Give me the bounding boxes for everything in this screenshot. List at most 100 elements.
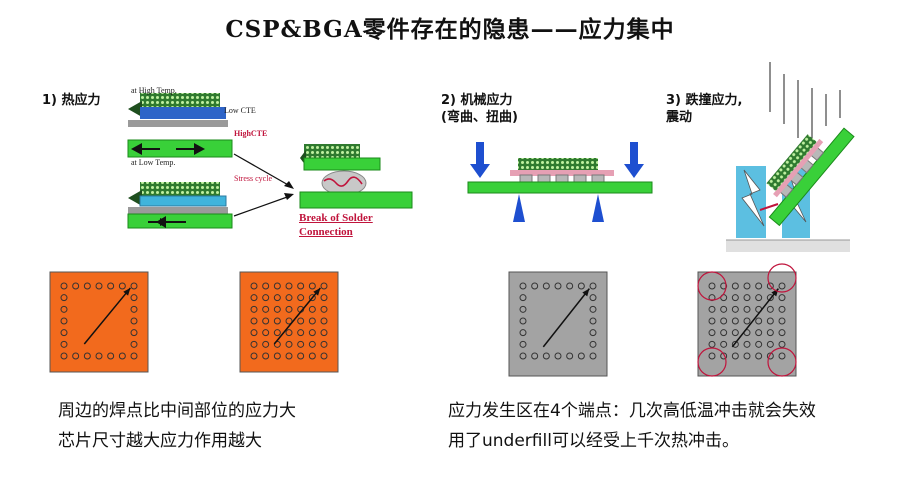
solder-ball [320, 282, 328, 290]
solder-ball [778, 352, 786, 360]
at-high-temp-label: at High Temp. [131, 86, 177, 95]
solder-ball [250, 282, 258, 290]
solder-ball [250, 305, 258, 313]
impact-label-line1: 3) 跌撞应力, [666, 93, 743, 108]
solder-ball [308, 282, 316, 290]
solder-ball [60, 294, 68, 302]
solder-ball [589, 340, 597, 348]
solder-ball [720, 329, 728, 337]
solder-ball [72, 282, 80, 290]
solder-ball [519, 329, 527, 337]
solder-ball [285, 282, 293, 290]
right-caption-line2: 用了underfill可以经受上千次热冲击。 [448, 431, 739, 451]
solder-ball [297, 352, 305, 360]
solder-ball [262, 317, 270, 325]
impact-label-line2: 震动 [666, 110, 693, 125]
solder-ball [778, 317, 786, 325]
solder-ball [554, 282, 562, 290]
solder-ball [250, 329, 258, 337]
solder-ball [285, 352, 293, 360]
solder-ball [720, 317, 728, 325]
left-caption-line2: 芯片尺寸越大应力作用越大 [58, 431, 262, 451]
solder-ball [755, 329, 763, 337]
solder-ball [743, 352, 751, 360]
solder-ball [755, 282, 763, 290]
solder-ball [320, 305, 328, 313]
solder-ball [297, 340, 305, 348]
solder-ball [720, 282, 728, 290]
solder-ball [308, 305, 316, 313]
right-caption: 应力发生区在4个端点：几次高低温冲击就会失效 用了underfill可以经受上千… [448, 396, 816, 456]
solder-ball [778, 329, 786, 337]
solder-ball [531, 282, 539, 290]
solder-ball [273, 282, 281, 290]
orange-chip-perimeter [49, 271, 149, 373]
solder-ball [589, 305, 597, 313]
stress-arrow-head [313, 288, 321, 296]
solder-ball [250, 340, 258, 348]
solder-ball [130, 294, 138, 302]
page-title: CSP&BGA零件存在的隐患——应力集中 [225, 16, 675, 43]
solder-ball [755, 340, 763, 348]
solder-ball [566, 352, 574, 360]
solder-ball [107, 282, 115, 290]
solder-ball [755, 317, 763, 325]
solder-ball [766, 340, 774, 348]
solder-ball [308, 352, 316, 360]
solder-ball [743, 305, 751, 313]
solder-ball [285, 317, 293, 325]
left-caption: 周边的焊点比中间部位的应力大 芯片尺寸越大应力作用越大 [58, 396, 296, 456]
solder-ball [577, 282, 585, 290]
solder-ball [60, 317, 68, 325]
solder-ball [743, 340, 751, 348]
solder-ball [755, 294, 763, 302]
solder-ball [95, 352, 103, 360]
solder-ball [60, 305, 68, 313]
corner-stress-circle [767, 347, 797, 377]
solder-ball [731, 340, 739, 348]
at-low-temp-label: at Low Temp. [131, 158, 176, 167]
solder-ball [731, 282, 739, 290]
solder-ball [519, 317, 527, 325]
solder-ball [542, 352, 550, 360]
solder-ball [778, 282, 786, 290]
solder-ball [755, 352, 763, 360]
solder-ball [589, 294, 597, 302]
solder-ball [83, 352, 91, 360]
solder-ball [262, 329, 270, 337]
stress-arrow-head [123, 288, 131, 296]
solder-ball [519, 305, 527, 313]
solder-ball [708, 294, 716, 302]
orange-chip-full-array [239, 271, 339, 373]
break-of-solder-label: Break of Solder Connection [299, 211, 373, 239]
solder-ball [766, 294, 774, 302]
mechanical-label-line1: 2) 机械应力 [441, 93, 513, 108]
solder-ball [250, 317, 258, 325]
solder-ball [130, 317, 138, 325]
stress-arrow [731, 288, 779, 348]
solder-ball [273, 294, 281, 302]
solder-ball [766, 282, 774, 290]
solder-ball [589, 329, 597, 337]
solder-ball [262, 294, 270, 302]
solder-ball [554, 352, 562, 360]
impact-stress-label: 3) 跌撞应力, 震动 [666, 92, 742, 126]
solder-ball [60, 352, 68, 360]
stress-arrow [83, 287, 131, 345]
solder-ball [308, 340, 316, 348]
solder-ball [743, 317, 751, 325]
left-caption-line1: 周边的焊点比中间部位的应力大 [58, 401, 296, 421]
solder-ball [285, 329, 293, 337]
solder-ball [566, 282, 574, 290]
solder-ball [731, 352, 739, 360]
solder-ball [766, 317, 774, 325]
solder-ball [720, 340, 728, 348]
right-caption-line1: 应力发生区在4个端点：几次高低温冲击就会失效 [448, 401, 816, 421]
solder-ball [262, 282, 270, 290]
solder-ball [130, 340, 138, 348]
solder-ball [72, 352, 80, 360]
corner-stress-circle [767, 263, 797, 293]
solder-ball [778, 340, 786, 348]
solder-ball [273, 317, 281, 325]
